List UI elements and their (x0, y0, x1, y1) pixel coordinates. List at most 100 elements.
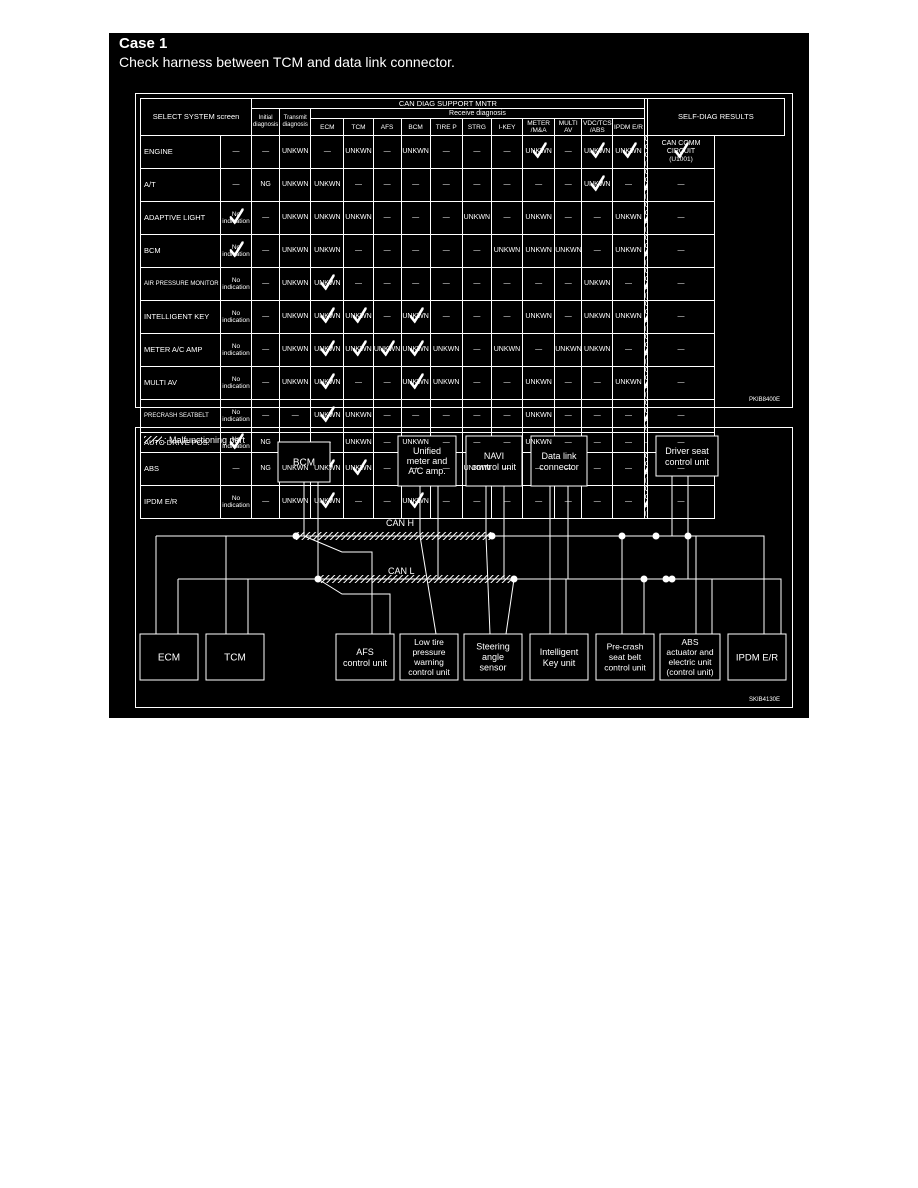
precrash-label: seat belt (609, 652, 642, 662)
receive-diagnosis-cell: — (372, 431, 402, 454)
splice-point (488, 532, 496, 540)
tcm-label: TCM (224, 653, 246, 664)
receive-diagnosis-cell: — (372, 300, 402, 334)
receive-diagnosis-cell: — (429, 234, 463, 268)
dlc-box (530, 435, 588, 487)
receive-diagnosis-cell: — (310, 135, 345, 169)
initial-diagnosis-cell: — (251, 333, 281, 367)
abs-wire-l (666, 578, 713, 634)
system-name-cell: BCM (140, 234, 221, 268)
header-receive-col: VDC/TCS /ABS (581, 118, 614, 136)
initial-diagnosis-cell: — (251, 135, 281, 169)
header-receive-col: TCM (343, 118, 374, 136)
receive-diagnosis-cell: UNKWN (310, 333, 345, 367)
receive-diagnosis-cell: UNKWN (581, 135, 614, 169)
tire-label: warning (413, 657, 444, 667)
driver-seat-label: Driver seat (665, 446, 709, 456)
initial-diagnosis-cell: — (251, 234, 281, 268)
self-diag-result-cell: — (646, 300, 716, 334)
header-receive-col: MULTI AV (554, 118, 583, 136)
self-diag-result-cell: — (643, 431, 648, 454)
precrash-label: control unit (604, 663, 646, 673)
meter-box (397, 435, 457, 487)
receive-diagnosis-cell: — (554, 168, 583, 202)
header-receive-diagnosis: Receive diagnosis (310, 108, 645, 119)
select-indication-cell: — (219, 168, 253, 202)
receive-diagnosis-cell: — (522, 168, 556, 202)
system-name-cell: IPDM E/R (140, 485, 221, 520)
transmit-diagnosis-cell: UNKWN (279, 267, 312, 301)
splice-point (652, 532, 660, 540)
receive-diagnosis-cell: — (490, 168, 524, 202)
transmit-diagnosis-cell: UNKWN (279, 485, 312, 520)
select-indication-cell: No indication (219, 485, 253, 520)
table-figure-id: PKIB8400E (748, 397, 780, 403)
receive-diagnosis-cell: UNKWN (343, 201, 374, 235)
self-diag-result-cell: — (646, 168, 716, 202)
receive-diagnosis-cell: UNKWN (612, 366, 645, 400)
receive-diagnosis-cell: UNKWN (343, 135, 374, 169)
precrash-box (595, 633, 655, 681)
receive-diagnosis-cell: — (343, 168, 374, 202)
header-receive-col: ECM (310, 118, 345, 136)
ipdm-wire-l (756, 578, 782, 634)
receive-diagnosis-cell: UNKWN (461, 201, 492, 235)
receive-diagnosis-cell: — (554, 366, 583, 400)
tcm-wire-l (247, 578, 318, 634)
receive-diagnosis-cell: UNKWN (310, 234, 345, 268)
splice-point (292, 532, 300, 540)
header-receive-col: TIRE P (429, 118, 463, 136)
ecm-box (139, 633, 199, 681)
legend-text: : Malfunctioning part (164, 435, 246, 445)
initial-diagnosis-cell: — (251, 267, 281, 301)
receive-diagnosis-cell: — (522, 267, 556, 301)
steering-wire-h (485, 535, 491, 635)
legend-hatch-swatch (144, 436, 162, 443)
ipdm-label: IPDM E/R (736, 653, 778, 664)
dlc-label: Data link (541, 451, 577, 461)
receive-diagnosis-cell: — (343, 267, 374, 301)
transmit-diagnosis-cell: UNKWN (279, 135, 312, 169)
system-name-cell: METER A/C AMP (140, 333, 221, 367)
receive-diagnosis-cell: — (554, 135, 583, 169)
initial-diagnosis-cell: — (251, 485, 281, 520)
receive-diagnosis-cell: — (461, 333, 492, 367)
ikey-box (529, 633, 589, 681)
receive-diagnosis-cell: — (400, 267, 431, 301)
receive-diagnosis-cell: UNKWN (490, 234, 524, 268)
receive-diagnosis-cell: — (461, 135, 492, 169)
meter-label: meter and (407, 456, 448, 466)
tcm-box (205, 633, 265, 681)
self-diag-result-cell: CAN COMM CIRCUIT(U1000) (643, 485, 648, 520)
receive-diagnosis-cell: UNKWN (310, 366, 345, 400)
receive-diagnosis-cell: UNKWN (310, 267, 345, 301)
self-diag-result-cell: — (646, 366, 716, 400)
receive-diagnosis-cell: — (372, 168, 402, 202)
receive-diagnosis-cell: UNKWN (400, 333, 431, 367)
initial-diagnosis-cell: NG (251, 452, 281, 487)
system-name-cell: MULTI AV (140, 366, 221, 400)
steering-wire-l (505, 578, 515, 635)
receive-diagnosis-cell: — (400, 168, 431, 202)
receive-diagnosis-cell: — (343, 485, 374, 520)
steering-label: sensor (479, 663, 506, 673)
receive-diagnosis-cell: — (461, 234, 492, 268)
ipdm-box (727, 633, 787, 681)
splice-point (684, 532, 692, 540)
header-receive-col: IPDM E/R (612, 118, 645, 136)
meter-label: A/C amp. (408, 466, 446, 476)
receive-diagnosis-cell: — (429, 485, 463, 520)
receive-diagnosis-cell: UNKWN (429, 366, 463, 400)
receive-diagnosis-cell: — (490, 201, 524, 235)
receive-diagnosis-cell: UNKWN (310, 300, 345, 334)
system-name-cell: A/T (140, 168, 221, 202)
select-indication-cell: No indication (219, 234, 253, 268)
